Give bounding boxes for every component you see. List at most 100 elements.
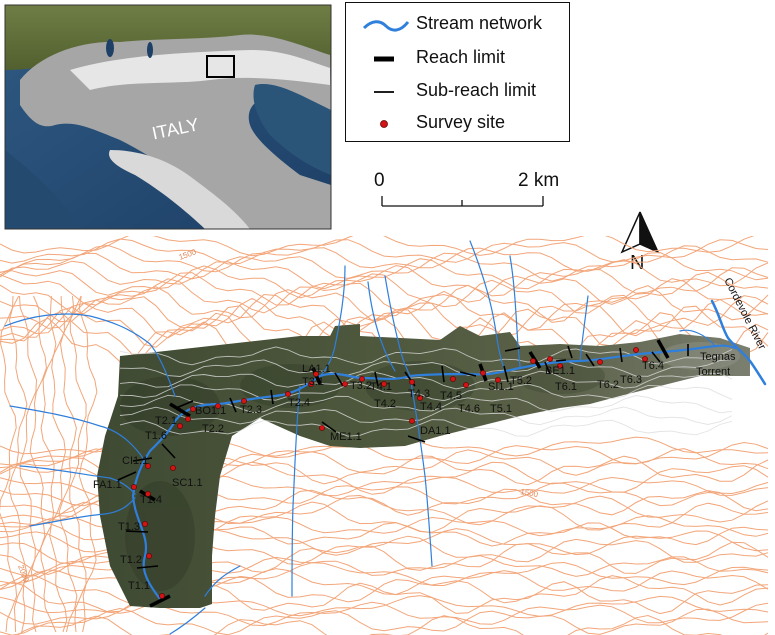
main-channel <box>131 344 737 601</box>
survey-site-label: BO1.1 <box>195 405 226 417</box>
contour-line <box>0 297 769 341</box>
contour-line <box>40 295 57 633</box>
survey-site-label: T6.1 <box>555 381 577 393</box>
survey-site-dot <box>215 403 221 409</box>
north-arrow-icon <box>620 211 660 254</box>
survey-site-dot <box>145 463 151 469</box>
legend-label-survey-site: Survey site <box>416 112 506 132</box>
inset-study-area-box <box>206 55 235 78</box>
inset-lake <box>147 42 153 58</box>
inset-frame <box>4 4 332 230</box>
survey-site-label: LA1.1 <box>302 363 331 375</box>
survey-site-dot <box>547 356 553 362</box>
red-dot-icon <box>380 120 388 128</box>
survey-site-dot <box>142 521 148 527</box>
photo-contour-line <box>119 359 733 377</box>
survey-site-dot <box>557 363 563 369</box>
survey-site-dot <box>313 371 319 377</box>
scale-bar-graphic <box>381 196 544 207</box>
tegnas-label-line1: Tegnas <box>700 351 736 363</box>
main-map: T1.1T1.2T1.3T1.4FA1.1CI1.1SC1.1T1.6T2.1B… <box>0 236 769 635</box>
survey-site-labels: T1.1T1.2T1.3T1.4FA1.1CI1.1SC1.1T1.6T2.1B… <box>93 360 664 592</box>
survey-site-dot <box>319 425 325 431</box>
inset-adriatic <box>253 84 331 175</box>
contour-line <box>29 295 47 633</box>
contour-line <box>0 601 769 627</box>
survey-site-label: T2.2 <box>202 423 224 435</box>
survey-site-label: SI1.1 <box>488 381 514 393</box>
survey-site-dot <box>185 416 191 422</box>
survey-site-label: SC1.1 <box>172 477 203 489</box>
survey-site-label: T2.4 <box>288 397 310 409</box>
contour-line <box>0 595 769 617</box>
survey-site-dot <box>170 465 176 471</box>
survey-site-dot <box>597 359 603 365</box>
thick-black-bar-icon <box>374 56 394 62</box>
contour-label: 1500 <box>520 487 540 499</box>
contour-line <box>0 271 769 306</box>
survey-site-label: T6.4 <box>642 360 664 372</box>
survey-site-dot <box>409 418 415 424</box>
survey-site-dot <box>642 356 648 362</box>
scale-label-zero: 0 <box>374 170 385 191</box>
survey-site-dot <box>342 381 348 387</box>
survey-site-dot <box>190 406 196 412</box>
survey-site-label: T4.1 <box>370 381 392 393</box>
survey-site-label: T1.2 <box>120 554 142 566</box>
survey-site-dot <box>633 347 639 353</box>
survey-site-label: T4.6 <box>458 403 480 415</box>
contour-line <box>17 614 769 635</box>
photo-contour-line <box>119 382 733 402</box>
contour-line <box>0 238 769 265</box>
survey-site-dot <box>417 395 423 401</box>
contour-line <box>0 265 769 299</box>
inset-tyrrhenian <box>5 150 80 229</box>
legend-label-stream: Stream network <box>416 13 543 33</box>
survey-site-dot <box>241 398 247 404</box>
scale-bar: 0 2 km <box>370 170 560 218</box>
tegnas-label-line2: Torrent <box>696 366 730 378</box>
stream-network <box>4 240 767 635</box>
contour-line <box>49 295 68 633</box>
contour-line <box>0 575 769 606</box>
survey-site-label: T4.2 <box>374 398 396 410</box>
contour-line <box>69 295 87 633</box>
survey-site-dot <box>480 370 486 376</box>
survey-site-dot <box>530 358 536 364</box>
legend-label-sub-reach-limit: Sub-reach limit <box>416 80 537 100</box>
survey-site-label: FA1.1 <box>93 479 122 491</box>
survey-site-label: CI1.1 <box>122 455 148 467</box>
survey-site-label: T2.3 <box>240 404 262 416</box>
contour-line <box>58 295 78 633</box>
wavy-blue-line-icon <box>362 20 410 32</box>
survey-site-dot <box>450 376 456 382</box>
contour-line <box>8 295 28 633</box>
photo-contour-line <box>119 370 733 390</box>
legend-row-stream: Stream network <box>346 10 569 38</box>
contour-line <box>0 236 755 257</box>
survey-site-label: T1.1 <box>128 580 150 592</box>
survey-site-dot <box>159 593 165 599</box>
legend-row-reach-limit: Reach limit <box>346 44 569 72</box>
survey-site-label: ME1.1 <box>330 431 362 443</box>
inset-alps-snow <box>70 50 330 90</box>
survey-site-label: T6.3 <box>620 374 642 386</box>
survey-site-dot <box>145 491 151 497</box>
thin-black-line-icon <box>374 91 394 93</box>
contour-line <box>0 244 769 273</box>
legend-label-reach-limit: Reach limit <box>416 47 506 67</box>
survey-site-dot <box>177 423 183 429</box>
contour-label: 1000 <box>345 457 363 466</box>
contour-label: 1500 <box>178 247 198 262</box>
cordevole-river <box>710 299 767 386</box>
legend-row-survey-site: Survey site <box>346 109 569 137</box>
survey-site-label: T3.2 <box>350 380 372 392</box>
survey-site-dot <box>285 391 291 397</box>
survey-site-dot <box>308 381 314 387</box>
contour-lines <box>0 236 769 635</box>
survey-site-dot <box>146 553 152 559</box>
survey-site-label: T6.2 <box>597 379 619 391</box>
survey-site-label: T4.5 <box>440 390 462 402</box>
contour-line <box>0 295 18 633</box>
survey-site-label: T1.4 <box>140 494 162 506</box>
